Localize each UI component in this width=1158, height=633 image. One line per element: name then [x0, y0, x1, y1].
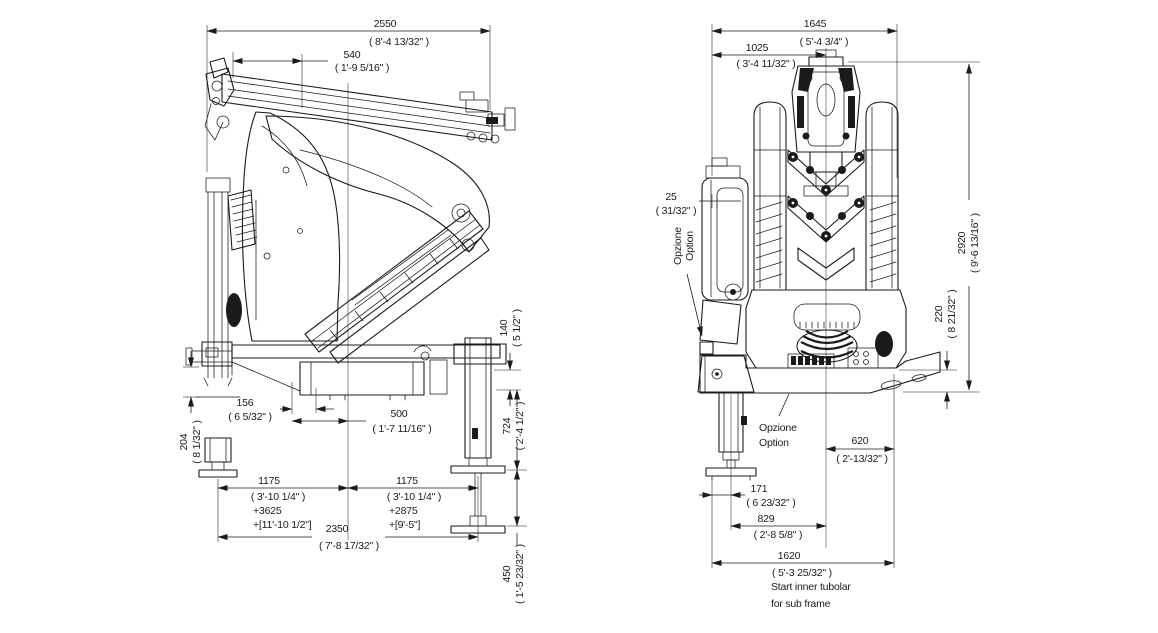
dim-156: 156 ( 6 5/32" ) — [228, 382, 334, 423]
side-left-stabilizer-pad — [198, 437, 238, 478]
dim-1175-right: 1175 ( 3'-10 1/4" ) +2875 +[9'-5"] — [347, 475, 479, 542]
dim-1645: 1645 ( 5'-4 3/4" ) — [711, 18, 898, 178]
rear-option-bracket — [699, 341, 714, 355]
side-base — [185, 343, 507, 401]
option-bottom-line2: Option — [759, 437, 789, 449]
dim-620-ft: ( 2'-13/32" ) — [836, 453, 888, 465]
dim-1175L-plus: +3625 — [253, 505, 282, 517]
dim-25: 25 ( 31/32" ) — [656, 191, 741, 217]
dim-171-mm: 171 — [751, 483, 768, 495]
option-left-line2: Option — [684, 231, 696, 261]
dim-1645-mm: 1645 — [804, 18, 827, 30]
dim-620-mm: 620 — [852, 435, 869, 447]
option-note-left: Opzione Option — [672, 227, 703, 337]
side-right-stabilizer-leg — [450, 337, 506, 534]
dim-2350-ft: ( 7'-8 17/32" ) — [319, 540, 379, 552]
dim-1175L-plusft: +[11'-10 1/2"] — [253, 519, 312, 531]
dim-829-ft: ( 2'-8 5/8" ) — [754, 529, 803, 541]
option-note-bottom: Opzione Option — [759, 393, 797, 449]
subframe-note-line2: for sub frame — [771, 598, 831, 610]
dim-500-mm: 500 — [391, 408, 408, 420]
rear-base-frame — [699, 347, 941, 394]
dim-220-ft: ( 8 21/32" ) — [946, 289, 958, 338]
dim-540-ft: ( 1'-9 5/16" ) — [335, 62, 389, 74]
dim-1175R-mm: 1175 — [396, 475, 418, 487]
dim-450-ft: ( 1'-5 23/32" ) — [514, 544, 526, 604]
dim-724: 724 ( 2'-4 1/2" ) — [501, 389, 526, 471]
dim-724-mm: 724 — [501, 417, 513, 434]
dim-500-ft: ( 1'-7 11/16" ) — [372, 423, 431, 435]
side-view-crane-drawing — [185, 57, 516, 540]
dim-220-mm: 220 — [933, 305, 945, 322]
option-bottom-line1: Opzione — [759, 422, 797, 434]
dim-829: 829 ( 2'-8 5/8" ) — [730, 513, 827, 541]
rear-view: 1645 ( 5'-4 3/4" ) 1025 ( 3'-4 11/32" ) … — [656, 18, 981, 610]
dim-1025-mm: 1025 — [746, 42, 769, 54]
rear-view-crane-drawing — [697, 48, 941, 548]
dim-1620: 1620 ( 5'-3 25/32" ) — [711, 550, 895, 579]
dim-140-mm: 140 — [498, 319, 510, 336]
dim-1025: 1025 ( 3'-4 11/32" ) — [711, 42, 827, 70]
dim-25-mm: 25 — [665, 191, 677, 203]
dim-829-mm: 829 — [758, 513, 775, 525]
dim-450: 450 ( 1'-5 23/32" ) — [501, 469, 527, 604]
dim-2550: 2550 ( 8'-4 13/32" ) — [206, 18, 491, 172]
dim-204-ft: ( 8 1/32" ) — [191, 420, 203, 464]
dim-2920-ft: ( 9'-6 13/16" ) — [969, 213, 981, 273]
side-view: 2550 ( 8'-4 13/32" ) 540 ( 1'-9 5/16" ) … — [178, 18, 527, 604]
dim-1620-mm: 1620 — [778, 550, 801, 562]
dim-540: 540 ( 1'-9 5/16" ) — [232, 49, 389, 108]
dim-171-ft: ( 6 23/32" ) — [746, 497, 795, 509]
dim-2920: 2920 ( 9'-6 13/16" ) — [848, 61, 981, 393]
dim-156-mm: 156 — [237, 397, 254, 409]
rear-linkages — [787, 149, 865, 281]
dim-724-ft: ( 2'-4 1/2" ) — [514, 402, 526, 451]
dim-540-mm: 540 — [344, 49, 361, 61]
side-left-stabilizer-post — [201, 177, 233, 387]
dim-450-mm: 450 — [501, 565, 513, 582]
dim-2920-mm: 2920 — [956, 231, 968, 254]
dim-2350-mm: 2350 — [326, 523, 349, 535]
side-inner-boom-arm — [265, 115, 490, 253]
dim-140-ft: ( 5 1/2" ) — [511, 309, 523, 347]
dim-620: 620 ( 2'-13/32" ) — [825, 374, 895, 568]
dim-2550-ft: ( 8'-4 13/32" ) — [369, 36, 429, 48]
dim-2350: 2350 ( 7'-8 17/32" ) — [217, 523, 479, 552]
dim-156-ft: ( 6 5/32" ) — [228, 411, 272, 423]
dim-140: 140 ( 5 1/2" ) — [494, 309, 523, 406]
subframe-note-line1: Start inner tubolar — [771, 581, 851, 593]
side-folded-extensions — [304, 210, 490, 364]
dim-220: 220 ( 8 21/32" ) — [899, 289, 958, 409]
subframe-note: Start inner tubolar for sub frame — [771, 581, 852, 610]
dim-25-ft: ( 31/32" ) — [656, 205, 697, 217]
dim-1175-left: 1175 ( 3'-10 1/4" ) +3625 +[11'-10 1/2"] — [217, 475, 349, 542]
dim-171: 171 ( 6 23/32" ) — [699, 394, 796, 568]
dim-2550-mm: 2550 — [374, 18, 397, 30]
dim-1175L-ft: ( 3'-10 1/4" ) — [251, 491, 305, 503]
dim-1175R-plusft: +[9'-5"] — [389, 519, 421, 531]
dim-1175R-ft: ( 3'-10 1/4" ) — [387, 491, 441, 503]
rear-tank-assembly — [697, 157, 755, 393]
dim-1645-ft: ( 5'-4 3/4" ) — [800, 36, 849, 48]
side-main-boom — [204, 57, 516, 144]
side-column — [226, 111, 341, 342]
dim-1175R-plus: +2875 — [389, 505, 418, 517]
dim-1175L-mm: 1175 — [258, 475, 280, 487]
dim-204: 204 ( 8 1/32" ) — [178, 351, 203, 464]
dim-1620-ft: ( 5'-3 25/32" ) — [772, 567, 832, 579]
dim-500: 500 ( 1'-7 11/16" ) — [291, 408, 432, 435]
option-left-line1: Opzione — [672, 227, 684, 265]
dim-1025-ft: ( 3'-4 11/32" ) — [736, 58, 795, 70]
dim-204-mm: 204 — [178, 433, 190, 450]
